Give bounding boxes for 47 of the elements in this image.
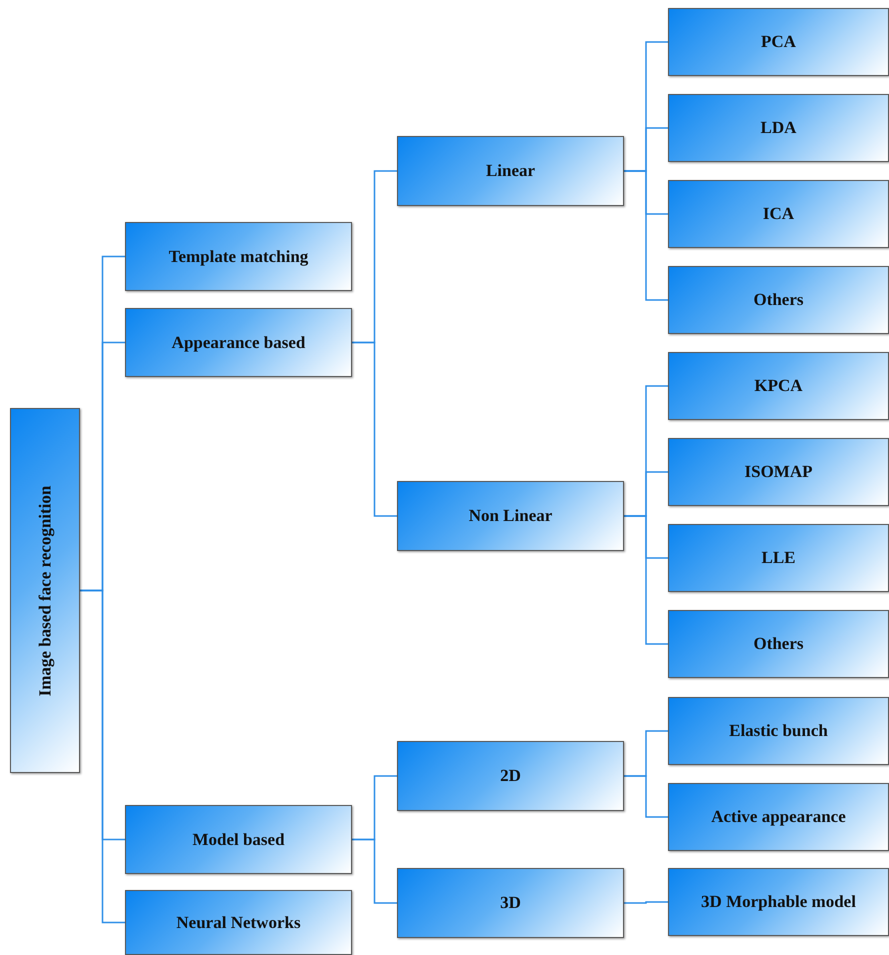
node-label: Others: [753, 290, 804, 310]
node-label: 3D Morphable model: [701, 892, 856, 912]
node-label: PCA: [761, 32, 796, 52]
node-label: KPCA: [754, 376, 803, 396]
category-box: [668, 94, 889, 162]
node-label: ISOMAP: [744, 462, 812, 482]
connector-line: [624, 170, 668, 301]
node-label: Image based face recognition: [35, 485, 55, 696]
node-label: LDA: [760, 118, 796, 138]
connector-line: [624, 515, 668, 645]
category-box: [668, 697, 889, 765]
node-label: Model based: [192, 830, 285, 850]
category-box: [397, 481, 624, 551]
category-box: [668, 266, 889, 334]
category-box: [125, 805, 352, 874]
node-label: 2D: [500, 766, 521, 786]
category-box: [397, 741, 624, 811]
node-label: Template matching: [168, 246, 308, 266]
category-box: [125, 222, 352, 291]
connector-line: [624, 901, 668, 904]
connector-line: [624, 775, 668, 818]
node-label: Linear: [486, 161, 536, 181]
node-label: ICA: [762, 204, 794, 224]
category-box: [668, 783, 889, 851]
node-label: LLE: [761, 548, 796, 568]
category-box: [668, 352, 889, 420]
category-box: [125, 890, 352, 955]
node-label: 3D: [500, 893, 521, 913]
connector-line: [352, 838, 397, 904]
node-label: Appearance based: [172, 332, 306, 352]
connector-line: [80, 590, 125, 924]
connector-line: [352, 342, 397, 517]
category-box: [668, 868, 889, 936]
category-box: [668, 524, 889, 592]
node-label: Others: [753, 634, 804, 654]
node-label: Non Linear: [468, 506, 552, 526]
category-box: [668, 180, 889, 248]
category-box: [10, 408, 80, 773]
category-box: [668, 610, 889, 678]
category-box: [397, 136, 624, 206]
node-label: Elastic bunch: [729, 721, 828, 741]
category-box: [668, 8, 889, 76]
category-box: [668, 438, 889, 506]
category-box: [397, 868, 624, 938]
category-box: [125, 308, 352, 377]
node-label: Neural Networks: [176, 912, 301, 932]
node-label: Active appearance: [711, 807, 846, 827]
